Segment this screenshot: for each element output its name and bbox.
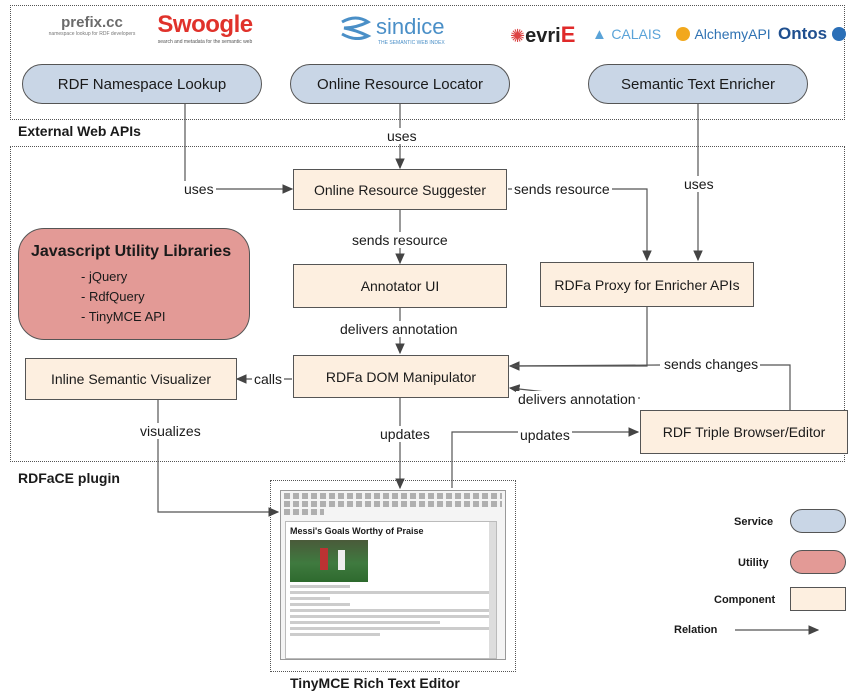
editor-photo — [290, 540, 368, 582]
edge-triple-to-dom — [760, 364, 791, 410]
ontos-logo: Ontos — [778, 24, 846, 44]
edge-editor-to-triple — [451, 427, 640, 488]
component-rdf-triple-browser: RDF Triple Browser/Editor — [640, 410, 848, 454]
service-online-resource-locator: Online Resource Locator — [290, 64, 510, 104]
evri-gear-icon: ✺ — [510, 26, 526, 46]
editor-headline: Messi's Goals Worthy of Praise — [290, 526, 424, 536]
editor-toolbar-row — [284, 501, 502, 507]
prefixcc-logo: prefix.cc namespace lookup for RDF devel… — [48, 14, 136, 37]
tinymce-editor-screenshot: Messi's Goals Worthy of Praise — [280, 490, 506, 660]
legend-service-label: Service — [734, 516, 774, 528]
external-apis-label: External Web APIs — [18, 123, 141, 139]
component-online-resource-suggester: Online Resource Suggester — [293, 169, 507, 210]
service-rdf-namespace-lookup: RDF Namespace Lookup — [22, 64, 262, 104]
external-apis-region — [10, 5, 845, 120]
calais-logo: ▲ CALAIS — [592, 26, 662, 43]
service-semantic-text-enricher: Semantic Text Enricher — [588, 64, 808, 104]
edge-namespace-to-suggester — [184, 104, 294, 194]
alchemy-icon — [676, 27, 690, 41]
label-sends-resource-2: sends resource — [350, 232, 450, 248]
legend-component-label: Component — [714, 594, 776, 606]
legend-utility-label: Utility — [738, 557, 769, 569]
component-rdfa-proxy: RDFa Proxy for Enricher APIs — [540, 262, 754, 307]
utility-javascript-libraries: Javascript Utility Libraries - jQuery - … — [18, 228, 250, 340]
edge-visualizer-to-editor — [157, 400, 280, 517]
label-calls: calls — [252, 371, 285, 387]
legend-component-swatch — [790, 587, 846, 611]
label-updates-1: updates — [378, 426, 432, 442]
label-delivers-annotation-1: delivers annotation — [338, 321, 460, 337]
component-inline-semantic-visualizer: Inline Semantic Visualizer — [25, 358, 237, 400]
legend-service-swatch — [790, 509, 846, 533]
label-delivers-annotation-2: delivers annotation — [516, 391, 638, 407]
component-annotator-ui: Annotator UI — [293, 264, 507, 308]
evri-logo: ✺evriE — [510, 22, 576, 47]
editor-region — [270, 480, 516, 672]
utility-item-jquery: - jQuery — [81, 269, 128, 284]
label-sends-changes: sends changes — [662, 356, 761, 372]
editor-caption: TinyMCE Rich Text Editor — [290, 675, 460, 691]
utility-title: Javascript Utility Libraries — [31, 243, 232, 260]
calais-icon: ▲ — [592, 26, 607, 43]
editor-toolbar-row — [284, 509, 324, 515]
legend-relation-label: Relation — [674, 624, 718, 636]
edge-proxy-to-dom — [508, 307, 648, 371]
utility-item-tinymce-api: - TinyMCE API — [81, 309, 166, 324]
rdface-plugin-label: RDFaCE plugin — [18, 470, 120, 486]
ontos-globe-icon — [831, 27, 846, 41]
edge-suggester-to-proxy — [508, 188, 652, 262]
edge-changes-to-dom — [509, 364, 661, 367]
swoogle-logo: Swoogle search and metadata for the sema… — [157, 11, 253, 45]
rdface-plugin-region — [10, 146, 845, 462]
editor-toolbar-row — [284, 493, 502, 499]
label-updates-2: updates — [518, 427, 572, 443]
component-rdfa-dom-manipulator: RDFa DOM Manipulator — [293, 355, 509, 398]
label-uses-left: uses — [182, 181, 216, 197]
editor-document: Messi's Goals Worthy of Praise — [285, 521, 497, 659]
label-uses-right: uses — [682, 176, 716, 192]
alchemy-logo: AlchemyAPI — [676, 26, 771, 44]
editor-scrollbar — [489, 522, 496, 658]
label-uses-top: uses — [385, 128, 419, 144]
label-visualizes: visualizes — [138, 423, 203, 439]
label-sends-resource-1: sends resource — [512, 181, 612, 197]
utility-item-rdfquery: - RdfQuery — [81, 289, 145, 304]
legend-utility-swatch — [790, 550, 846, 574]
sindice-swirl-icon — [341, 16, 372, 40]
sindice-logo: sindice THE SEMANTIC WEB INDEX — [338, 14, 445, 46]
